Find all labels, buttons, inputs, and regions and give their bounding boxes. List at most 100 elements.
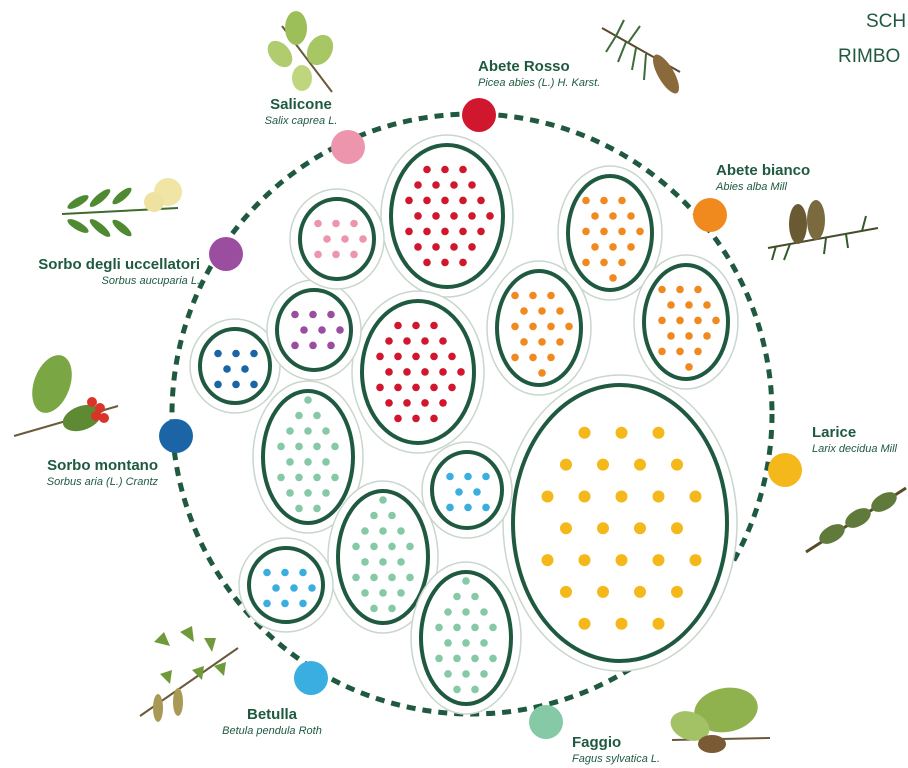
seedling-dot bbox=[313, 443, 321, 451]
scientific-name: Sorbus aucuparia L. bbox=[0, 274, 200, 288]
seedling-dot bbox=[313, 505, 321, 513]
seedling-dot bbox=[609, 243, 617, 251]
seedling-dot bbox=[480, 608, 488, 616]
seedling-dot bbox=[616, 491, 628, 503]
seedling-dot bbox=[609, 212, 617, 220]
seedling-dot bbox=[286, 427, 294, 435]
seedling-dot bbox=[397, 527, 405, 535]
seedling-dot bbox=[597, 522, 609, 534]
cluster-abete-rosso bbox=[352, 291, 484, 453]
seedling-dot bbox=[703, 332, 711, 340]
seedling-dot bbox=[277, 474, 285, 482]
seedling-dot bbox=[439, 368, 447, 376]
seedling-dot bbox=[471, 686, 479, 694]
seedling-dot bbox=[318, 326, 326, 334]
common-name: Abete bianco bbox=[716, 162, 810, 180]
cluster-outline bbox=[432, 452, 502, 528]
seedling-dot bbox=[471, 655, 479, 663]
seedling-dot bbox=[414, 243, 422, 251]
seedling-dot bbox=[448, 384, 456, 392]
beech-leaf-icon bbox=[662, 680, 774, 764]
seedling-dot bbox=[421, 399, 429, 407]
seedling-dot bbox=[591, 212, 599, 220]
seedling-dot bbox=[394, 353, 402, 361]
rowan-leaf-icon bbox=[58, 172, 190, 252]
seedling-dot bbox=[281, 600, 289, 608]
seedling-dot bbox=[286, 489, 294, 497]
marker-sorbo-montano bbox=[159, 419, 193, 453]
seedling-dot bbox=[597, 586, 609, 598]
label-salicone: Salicone Salix caprea L. bbox=[226, 96, 376, 128]
cluster-larice bbox=[503, 375, 737, 671]
seedling-dot bbox=[286, 458, 294, 466]
seedling-dot bbox=[423, 197, 431, 205]
seedling-dot bbox=[352, 574, 360, 582]
seedling-dot bbox=[323, 235, 331, 243]
seedling-dot bbox=[444, 639, 452, 647]
seedling-dot bbox=[444, 608, 452, 616]
seedling-dot bbox=[653, 554, 665, 566]
seedling-dot bbox=[658, 317, 666, 325]
seedling-dot bbox=[618, 197, 626, 205]
seedling-dot bbox=[439, 337, 447, 345]
seedling-dot bbox=[556, 338, 564, 346]
seedling-dot bbox=[314, 251, 322, 259]
seedling-dot bbox=[653, 491, 665, 503]
seedling-dot bbox=[304, 489, 312, 497]
seedling-dot bbox=[511, 323, 519, 331]
seedling-dot bbox=[439, 399, 447, 407]
seedling-dot bbox=[462, 670, 470, 678]
seedling-dot bbox=[453, 686, 461, 694]
seedling-dot bbox=[448, 353, 456, 361]
label-abete-rosso: Abete Rosso Picea abies (L.) H. Karst. bbox=[478, 58, 600, 90]
seedling-dot bbox=[272, 584, 280, 592]
title-fragment-line2: RIMBO bbox=[838, 45, 900, 68]
seedling-dot bbox=[214, 350, 222, 358]
seedling-dot bbox=[653, 618, 665, 630]
seedling-dot bbox=[263, 569, 271, 577]
seedling-dot bbox=[423, 228, 431, 236]
fir-branch-icon bbox=[766, 198, 882, 268]
common-name: Larice bbox=[812, 424, 897, 442]
seedling-dot bbox=[471, 593, 479, 601]
seedling-dot bbox=[690, 554, 702, 566]
seedling-dot bbox=[397, 589, 405, 597]
seedling-dot bbox=[370, 512, 378, 520]
seedling-dot bbox=[313, 412, 321, 420]
seedling-dot bbox=[477, 197, 485, 205]
seedling-dot bbox=[444, 670, 452, 678]
seedling-dot bbox=[361, 527, 369, 535]
seedling-dot bbox=[464, 473, 472, 481]
seedling-dot bbox=[450, 212, 458, 220]
seedling-dot bbox=[480, 670, 488, 678]
seedling-dot bbox=[223, 365, 231, 373]
seedling-dot bbox=[385, 337, 393, 345]
seedling-dot bbox=[430, 322, 438, 330]
seedling-dot bbox=[291, 342, 299, 350]
seedling-dot bbox=[618, 228, 626, 236]
cluster-outline bbox=[263, 391, 353, 523]
cluster-faggio bbox=[411, 562, 521, 714]
seedling-dot bbox=[300, 326, 308, 334]
seedling-dot bbox=[671, 586, 683, 598]
seedling-dot bbox=[263, 600, 271, 608]
common-name: Sorbo montano bbox=[0, 457, 158, 475]
seedling-dot bbox=[538, 307, 546, 315]
seedling-dot bbox=[290, 584, 298, 592]
seedling-dot bbox=[703, 301, 711, 309]
seedling-dot bbox=[379, 558, 387, 566]
label-abete-bianco: Abete bianco Abies alba Mill bbox=[716, 162, 810, 194]
whitebeam-leaf-icon bbox=[8, 348, 128, 444]
seedling-dot bbox=[441, 197, 449, 205]
seedling-dot bbox=[332, 251, 340, 259]
seedling-dot bbox=[582, 197, 590, 205]
seedling-dot bbox=[406, 543, 414, 551]
seedling-dot bbox=[250, 350, 258, 358]
seedling-dot bbox=[379, 496, 387, 504]
seedling-dot bbox=[459, 259, 467, 267]
seedling-dot bbox=[295, 412, 303, 420]
marker-salicone bbox=[331, 130, 365, 164]
seedling-dot bbox=[690, 491, 702, 503]
seedling-dot bbox=[477, 228, 485, 236]
common-name: Faggio bbox=[572, 734, 660, 752]
